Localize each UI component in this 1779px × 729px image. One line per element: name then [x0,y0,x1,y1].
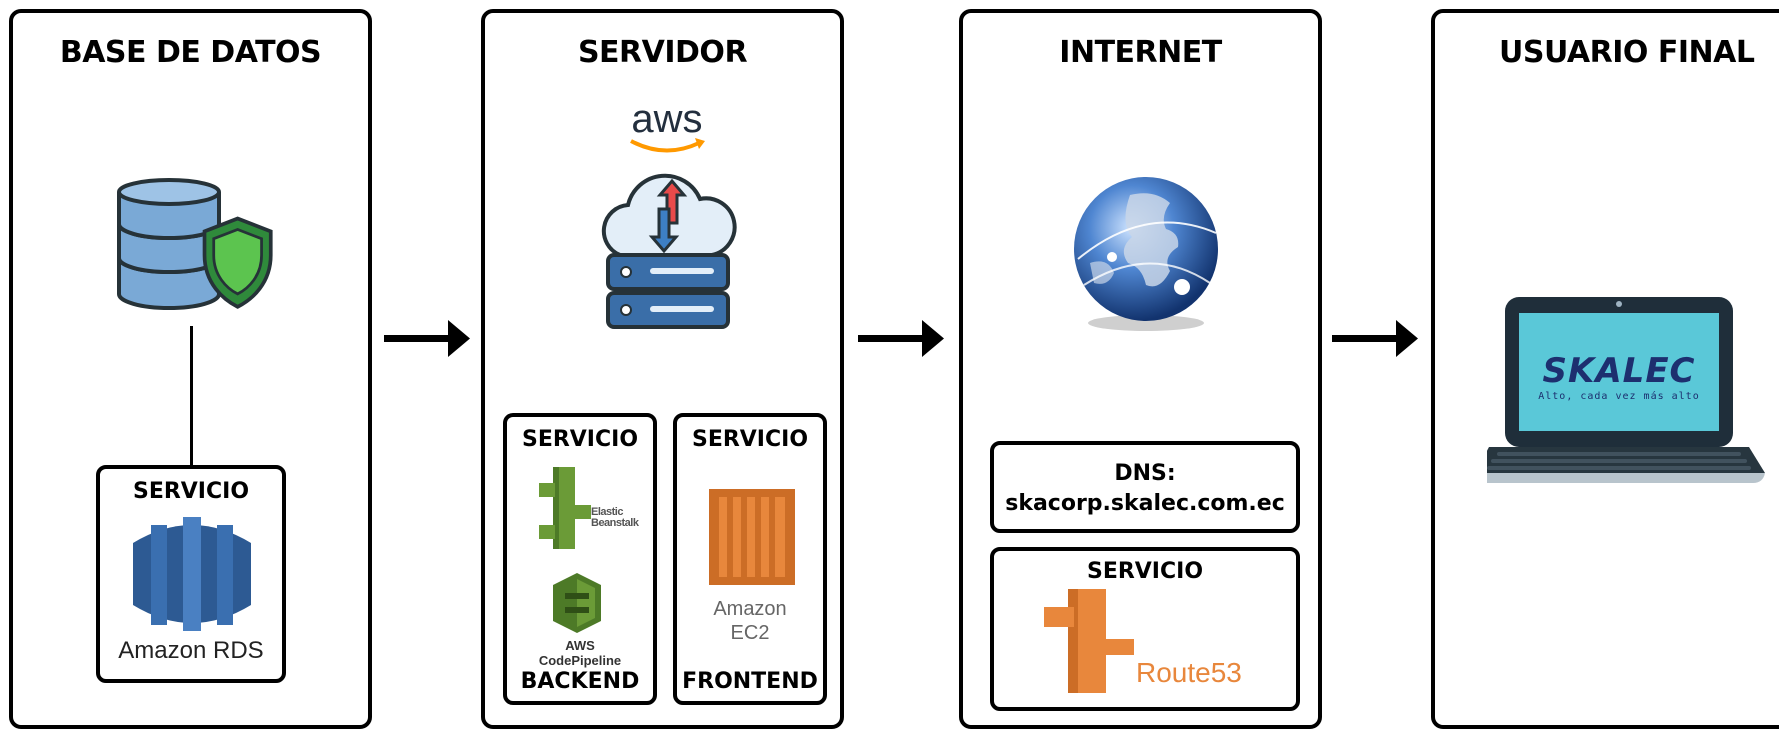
backend-service-box: SERVICIO Elastic Beanstalk AWS CodePipel… [503,413,657,705]
elastic-beanstalk-label: Elastic Beanstalk [591,506,639,529]
aws-smile-icon [630,138,705,153]
frontend-service-title: SERVICIO [691,427,809,452]
dns-label-line1: DNS: [1114,461,1176,486]
amazon-ec2-line1: Amazon [713,598,787,620]
arrow-right-icon [1332,320,1418,357]
frontend-footer-label: FRONTEND [682,669,818,694]
elastic-beanstalk-line2: Beanstalk [591,517,639,529]
route53-service-title: SERVICIO [1086,559,1204,584]
amazon-ec2-icon [709,489,795,585]
skalec-tagline: Alto, cada vez más alto [1538,391,1700,402]
rds-service-title: SERVICIO [132,479,250,504]
server-panel-title: SERVIDOR [577,35,748,70]
arrow-right-icon [858,320,944,357]
dns-label: DNS: skacorp.skalec.com.ec [994,459,1296,519]
aws-logo: aws [625,99,709,159]
globe-icon [1074,177,1218,331]
aws-codepipeline-line1: AWS [565,638,595,653]
route53-icon [1044,589,1134,693]
rds-service-label: Amazon RDS [118,637,264,664]
database-panel: BASE DE DATOS SERVICIO Amazon RDS [9,9,372,729]
internet-panel-title: INTERNET [1059,35,1222,70]
backend-service-title: SERVICIO [521,427,639,452]
route53-service-box: SERVICIO Route53 [990,547,1300,711]
server-panel: SERVIDOR aws SERVICIO Elastic Bean [481,9,844,729]
elastic-beanstalk-line1: Elastic [591,506,623,518]
arrow-right-icon [384,320,470,357]
amazon-ec2-label: Amazon EC2 [677,597,823,645]
laptop-illustration: SKALEC Alto, cada vez más alto [1487,293,1777,503]
aws-codepipeline-icon [553,573,601,633]
amazon-rds-icon [133,517,251,631]
aws-logo-text: aws [631,97,703,141]
database-panel-title: BASE DE DATOS [59,35,322,70]
laptop-icon [1487,297,1765,483]
dns-box: DNS: skacorp.skalec.com.ec [990,441,1300,533]
end-user-panel-title: USUARIO FINAL [1499,35,1755,70]
backend-footer-label: BACKEND [520,669,640,694]
elastic-beanstalk-icon [539,467,591,549]
dns-hostname: skacorp.skalec.com.ec [1005,491,1285,516]
frontend-service-box: SERVICIO Amazon EC2 FRONTEND [673,413,827,705]
database-shield-icon [117,178,273,310]
aws-codepipeline-line2: CodePipeline [538,653,622,668]
skalec-brand-logo: SKALEC [1542,351,1696,391]
aws-codepipeline-label: AWS CodePipeline [507,638,653,668]
route53-label: Route53 [1136,657,1242,688]
internet-panel: INTERNET DNS: skacorp.skalec.com.ec SERV… [959,9,1322,729]
cloud-server-icon [601,173,737,329]
rds-service-box: SERVICIO Amazon RDS [96,465,286,683]
database-connector-line [190,326,193,475]
end-user-panel: USUARIO FINAL SKALEC Alto, cada vez más … [1431,9,1779,729]
amazon-ec2-line2: EC2 [730,622,770,644]
